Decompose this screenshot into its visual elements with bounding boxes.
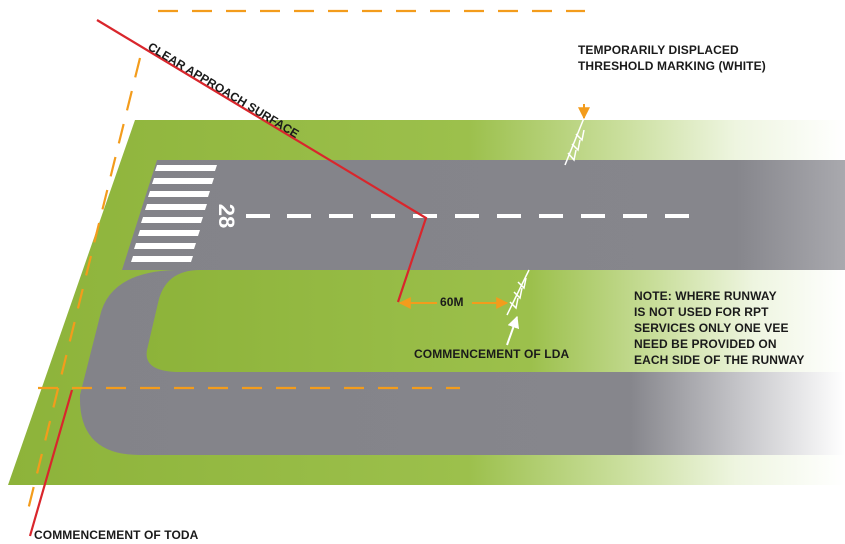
note-line-1: NOTE: WHERE RUNWAY <box>634 289 777 303</box>
runway-strip <box>122 160 845 270</box>
clear-approach-line <box>96 19 428 303</box>
note-line-2: IS NOT USED FOR RPT <box>634 305 769 319</box>
temp-threshold-label-line1: TEMPORARILY DISPLACED <box>578 43 739 57</box>
threshold-stripes <box>131 165 217 262</box>
distance-60m-label: 60M <box>440 295 464 309</box>
lda-arrow <box>506 315 520 346</box>
clearway-boundary <box>26 9 585 511</box>
note-line-5: EACH SIDE OF THE RUNWAY <box>634 353 805 367</box>
threshold-vee-lower <box>506 269 530 316</box>
inner-grass-island <box>146 270 845 372</box>
note-line-3: SERVICES ONLY ONE VEE <box>634 321 789 335</box>
commencement-lda-label: COMMENCEMENT OF LDA <box>414 347 570 361</box>
runway-designator: 28 <box>214 204 239 228</box>
note-line-4: NEED BE PROVIDED ON <box>634 337 777 351</box>
temp-threshold-label-line2: THRESHOLD MARKING (WHITE) <box>578 59 766 73</box>
toda-line <box>28 389 74 537</box>
commencement-toda-label: COMMENCEMENT OF TODA <box>34 528 199 542</box>
threshold-vee-upper <box>564 117 585 166</box>
runway-centreline <box>246 214 689 218</box>
